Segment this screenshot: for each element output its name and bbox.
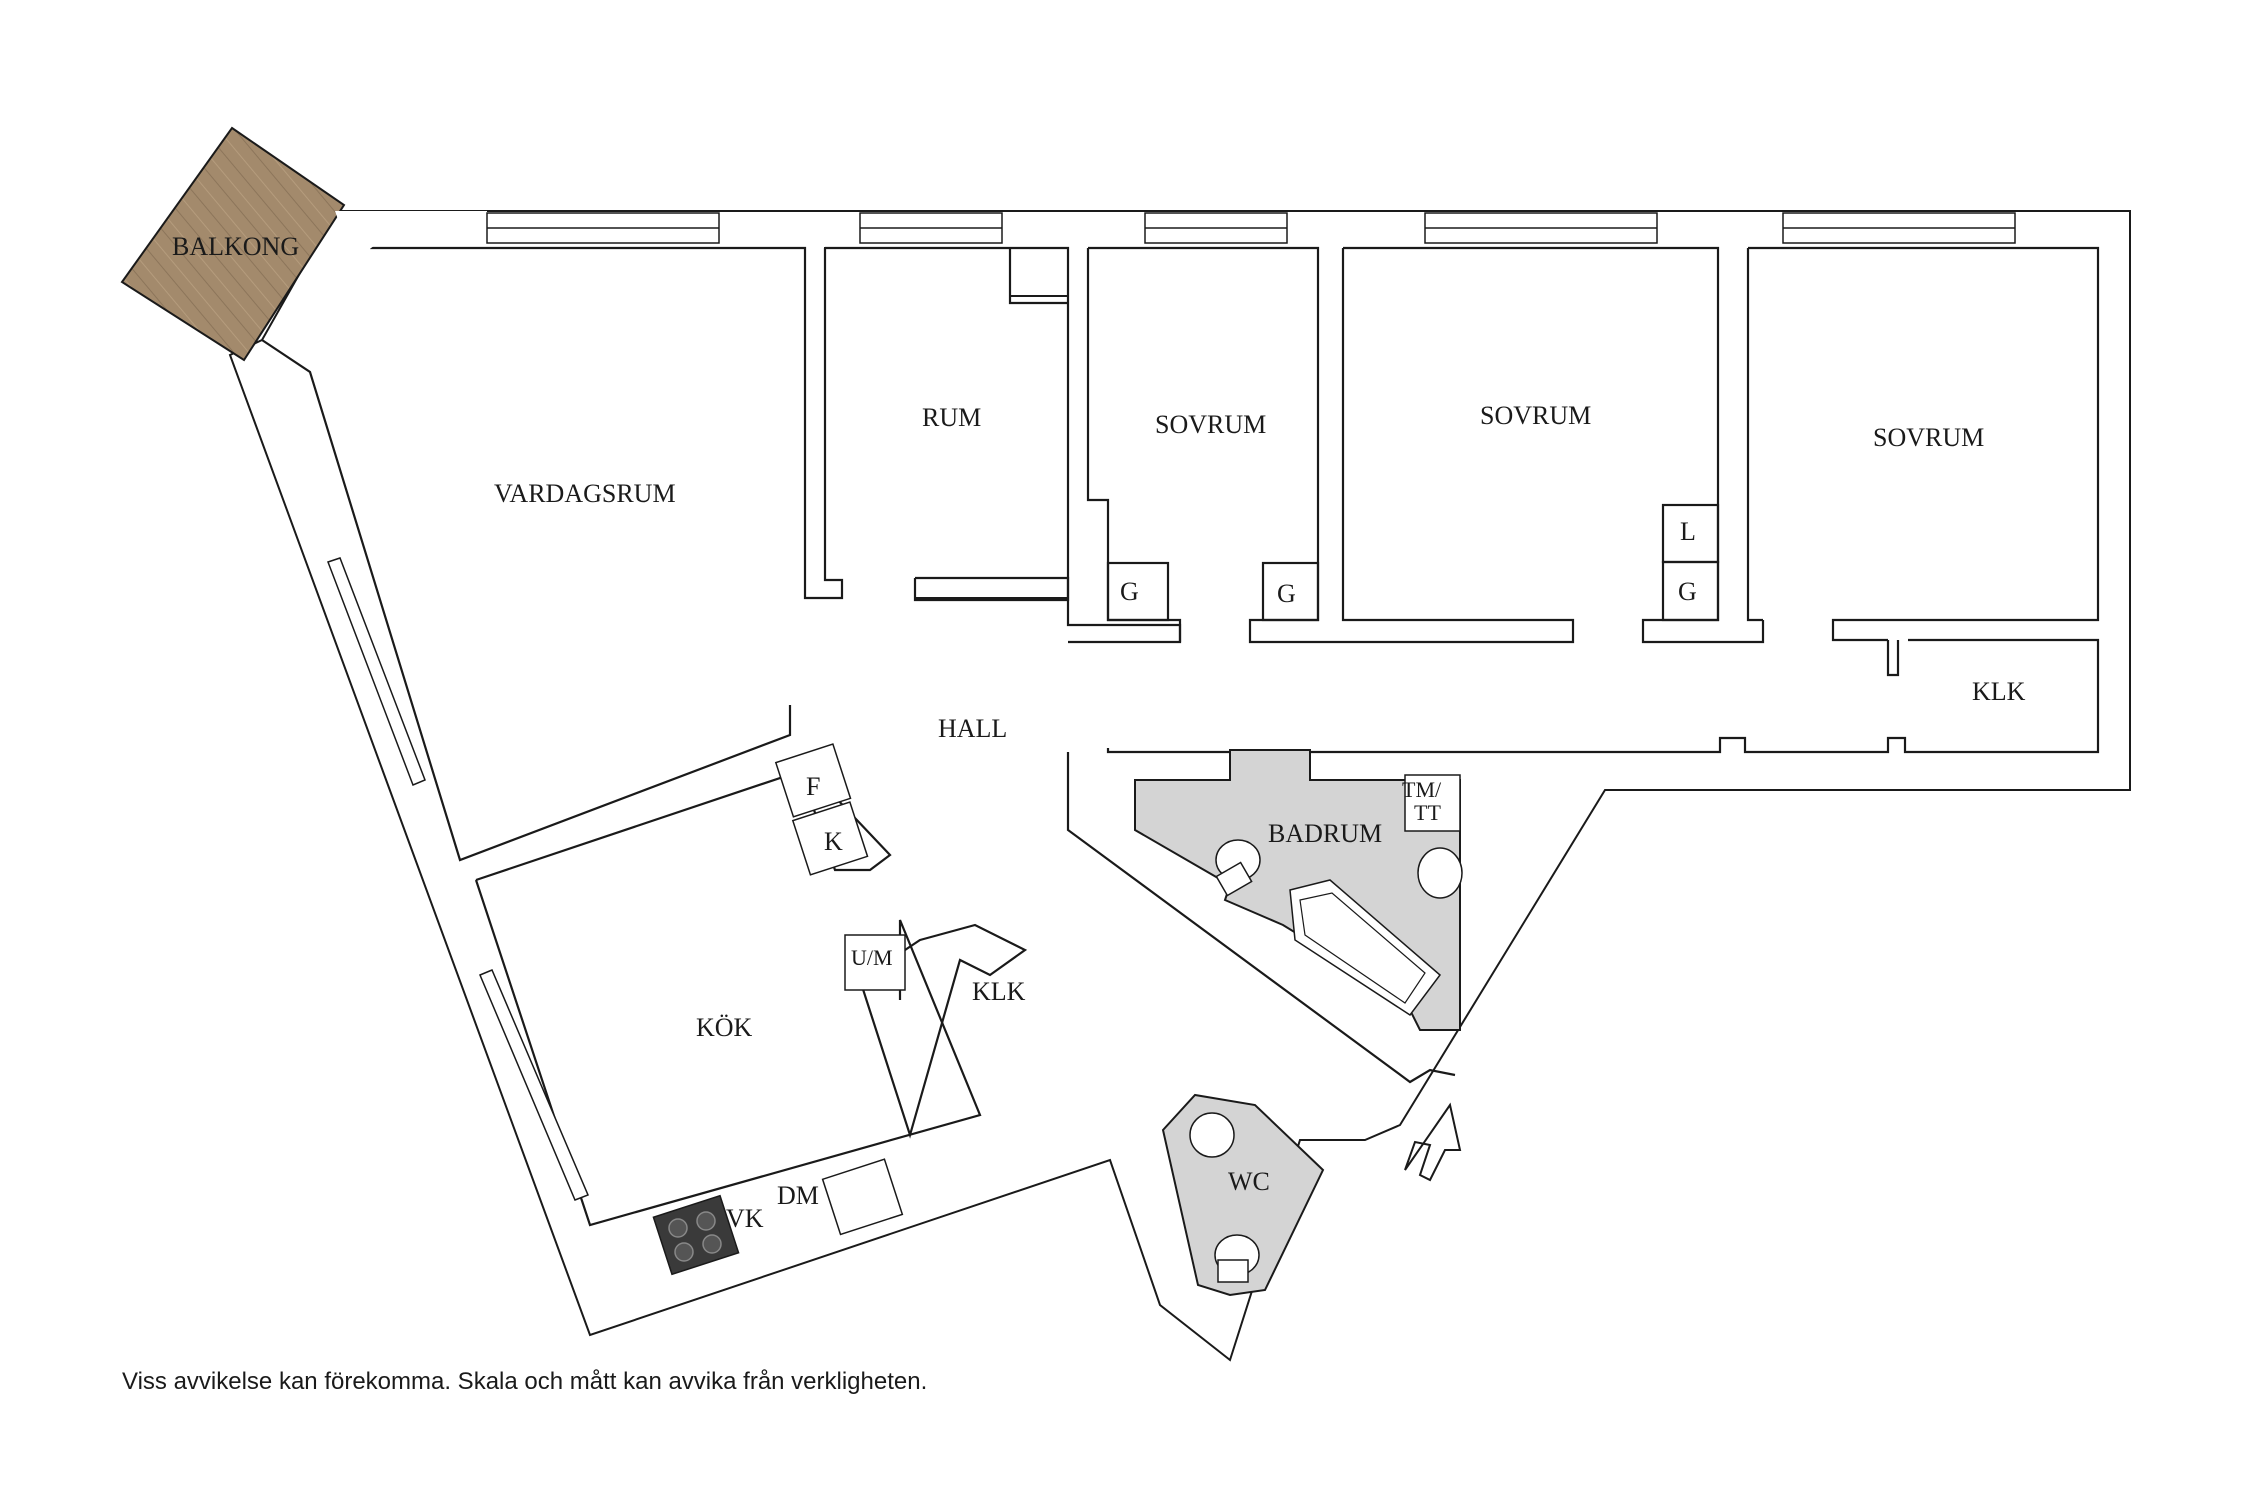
badrum-floor — [1134, 749, 1463, 1031]
kitchen-fixtures — [652, 743, 906, 1276]
plan-outline — [335, 211, 487, 262]
label-g-2: G — [1277, 579, 1296, 608]
balcony — [120, 126, 346, 362]
label-f: F — [806, 772, 820, 801]
label-badrum: BADRUM — [1268, 819, 1382, 848]
label-um: U/M — [851, 945, 893, 970]
label-kok: KÖK — [696, 1013, 753, 1042]
label-g-1: G — [1120, 577, 1139, 606]
label-vardagsrum: VARDAGSRUM — [494, 479, 676, 508]
label-hall: HALL — [938, 714, 1007, 743]
label-sovrum-2: SOVRUM — [1480, 401, 1591, 430]
label-k: K — [824, 827, 843, 856]
label-rum: RUM — [922, 403, 981, 432]
entrance-arrow-icon — [1404, 1102, 1462, 1182]
label-vk: VK — [726, 1204, 764, 1233]
windows-top — [486, 212, 2016, 244]
label-sovrum-3: SOVRUM — [1873, 423, 1984, 452]
label-sovrum-1: SOVRUM — [1155, 410, 1266, 439]
label-tm: TM/ — [1402, 777, 1442, 802]
windows-left — [327, 557, 589, 1201]
label-balkong: BALKONG — [172, 232, 299, 261]
label-wc: WC — [1228, 1167, 1270, 1196]
label-klk-right: KLK — [1972, 677, 2026, 706]
label-klk-center: KLK — [972, 977, 1026, 1006]
label-tt: TT — [1414, 800, 1441, 825]
wc-floor — [1161, 1093, 1325, 1297]
label-l: L — [1680, 517, 1696, 546]
disclaimer-text: Viss avvikelse kan förekomma. Skala och … — [122, 1368, 928, 1395]
label-dm: DM — [777, 1181, 819, 1210]
label-g-3: G — [1678, 577, 1697, 606]
